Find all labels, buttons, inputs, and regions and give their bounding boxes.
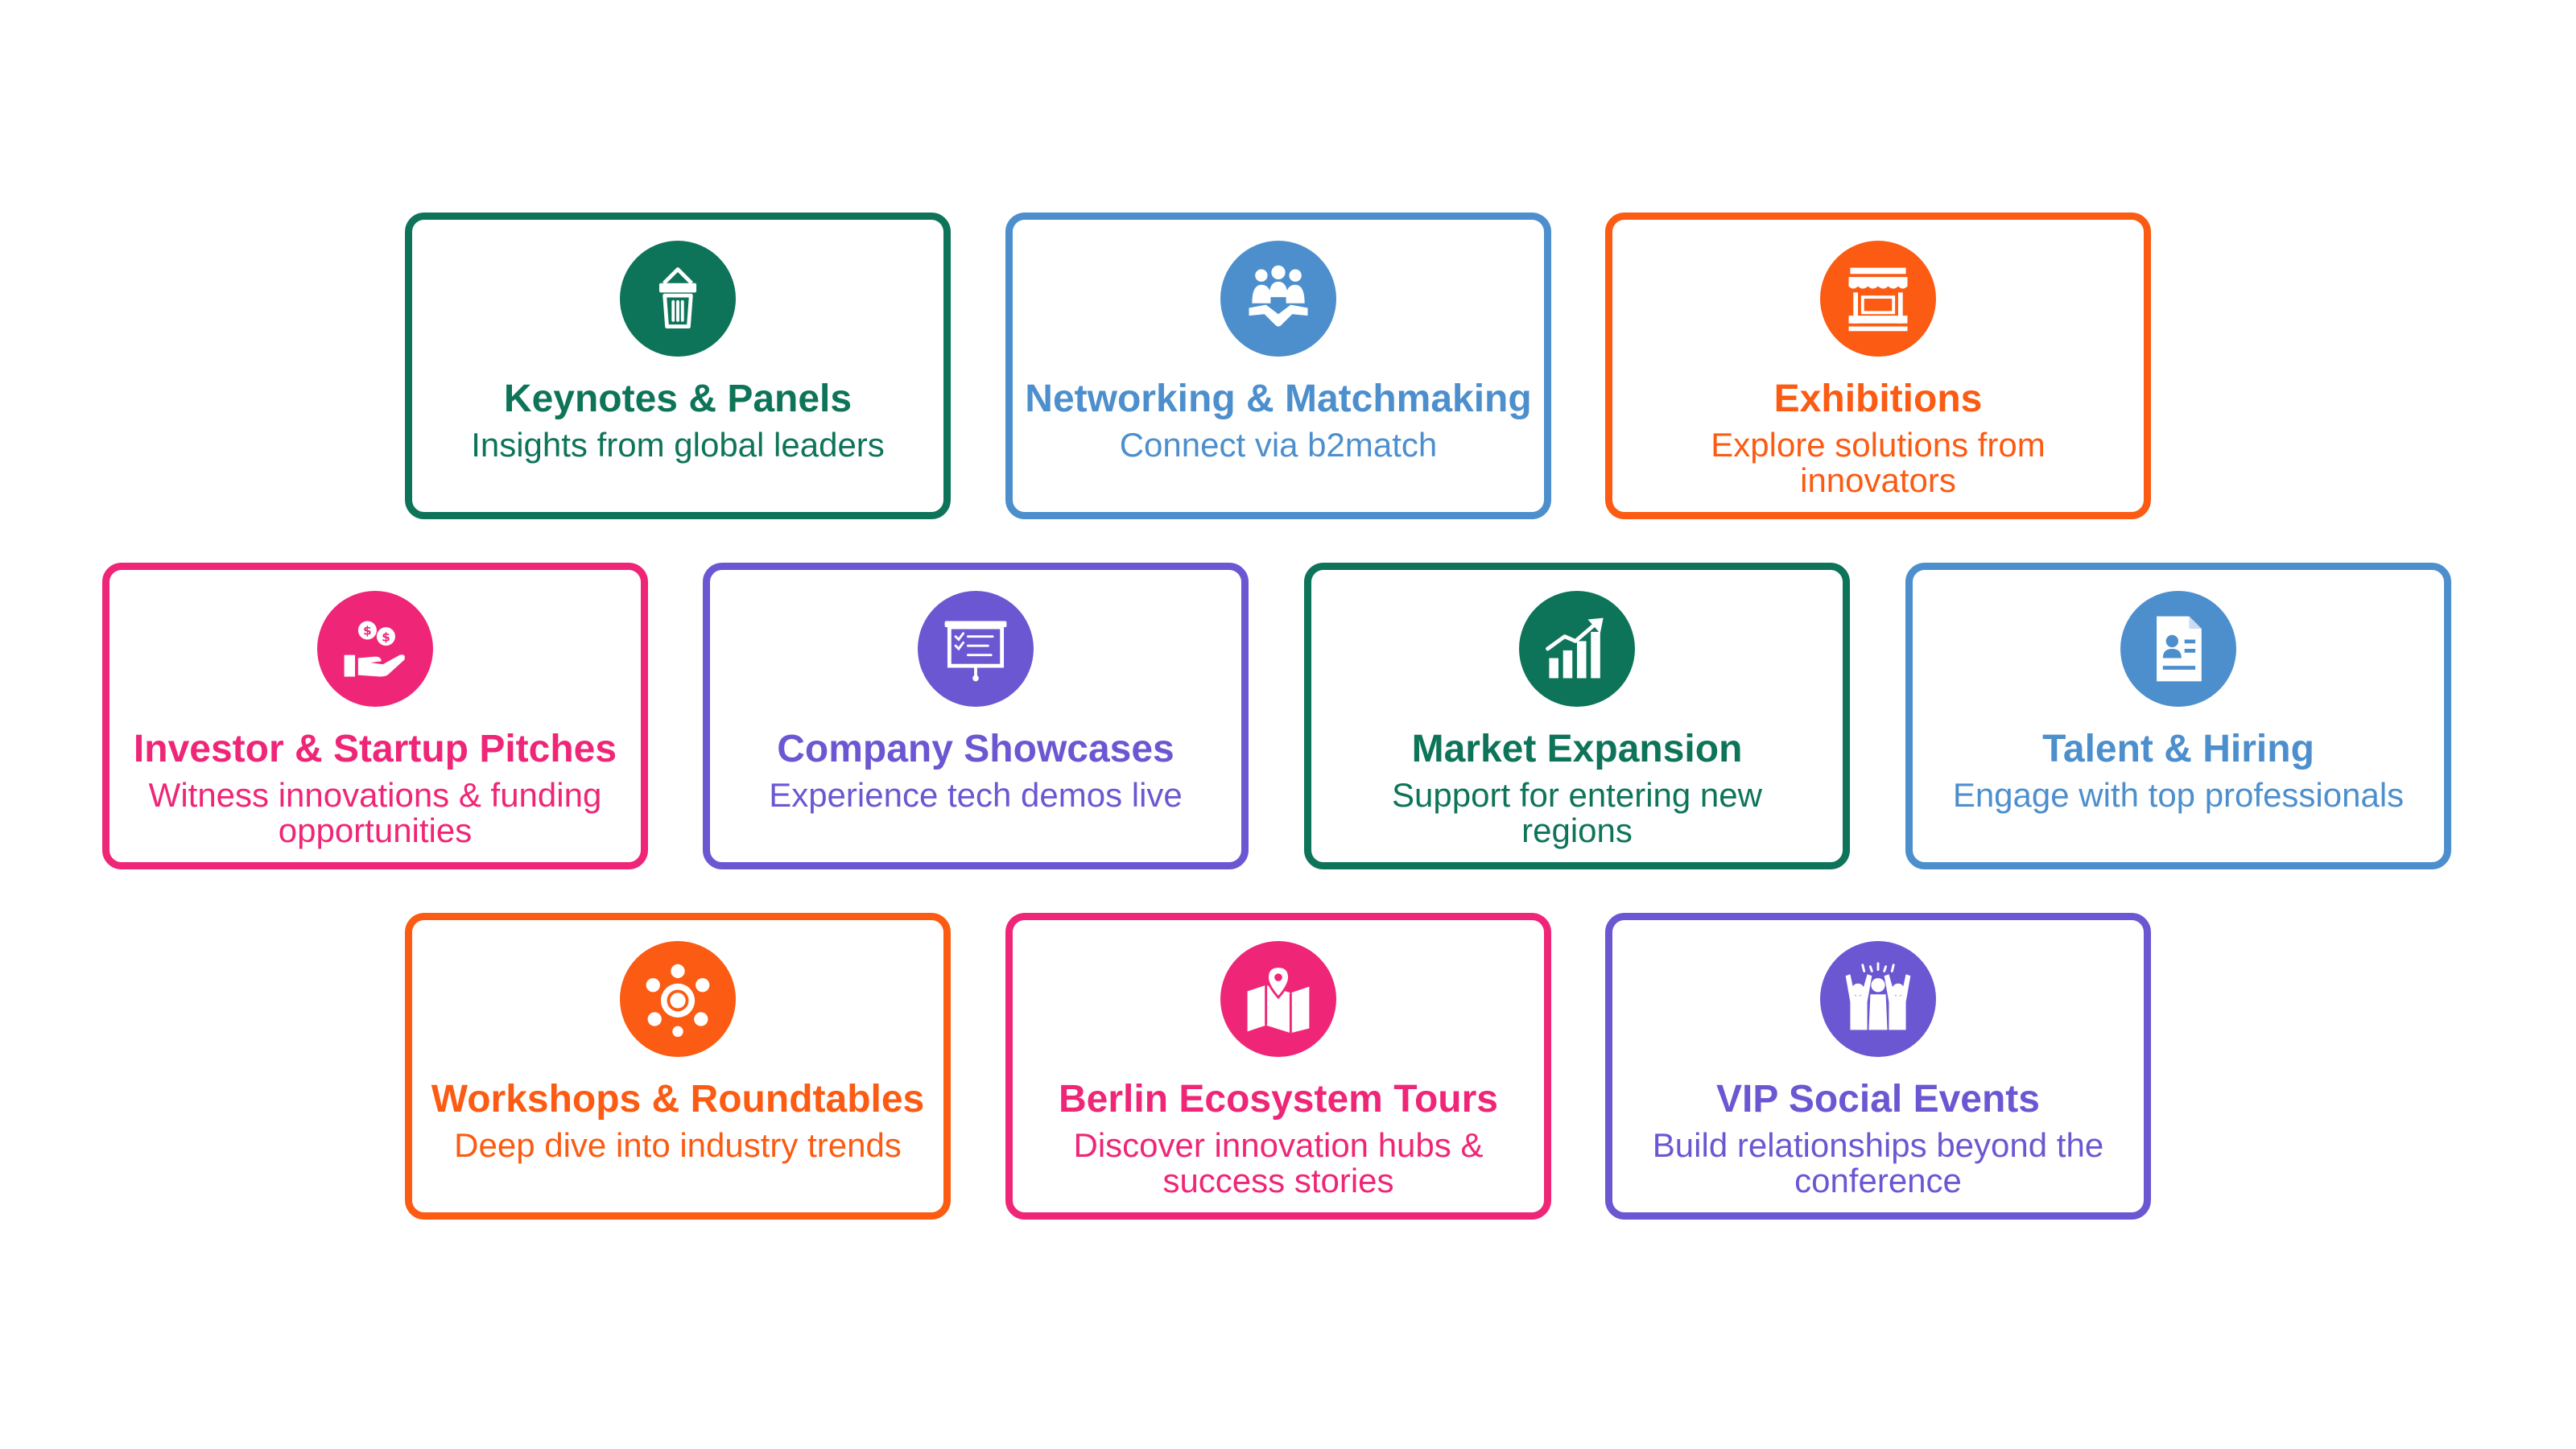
resume-document-icon <box>2120 591 2236 707</box>
presentation-board-icon <box>918 591 1034 707</box>
card-talent-hiring: Talent & Hiring Engage with top professi… <box>1905 563 2451 869</box>
card-subtitle: Insights from global leaders <box>471 426 885 464</box>
handshake-group-icon <box>1220 241 1336 357</box>
card-title: Market Expansion <box>1411 728 1743 770</box>
card-subtitle: Experience tech demos live <box>769 776 1183 814</box>
card-subtitle: Deep dive into industry trends <box>454 1126 902 1164</box>
card-subtitle: Engage with top professionals <box>1952 776 2405 814</box>
card-title: Investor & Startup Pitches <box>133 728 617 770</box>
card-title: Workshops & Roundtables <box>431 1078 925 1121</box>
celebrating-people-icon <box>1820 941 1936 1057</box>
speaker-podium-icon <box>620 241 736 357</box>
card-investor-startup-pitches: $ $ Investor & Startup Pitches Witness i… <box>102 563 648 869</box>
card-networking-matchmaking: Networking & Matchmaking Connect via b2m… <box>1005 213 1551 519</box>
card-subtitle: Discover innovation hubs & success stori… <box>1073 1126 1484 1199</box>
card-company-showcases: Company Showcases Experience tech demos … <box>703 563 1249 869</box>
svg-text:$: $ <box>382 630 390 644</box>
card-keynotes-panels: Keynotes & Panels Insights from global l… <box>405 213 951 519</box>
card-title: Berlin Ecosystem Tours <box>1059 1078 1498 1121</box>
hand-money-icon: $ $ <box>317 591 433 707</box>
card-title: Networking & Matchmaking <box>1025 378 1532 420</box>
roundtable-icon <box>620 941 736 1057</box>
card-subtitle: Witness innovations & funding opportunit… <box>148 776 602 849</box>
card-title: Exhibitions <box>1773 378 1983 420</box>
svg-text:$: $ <box>363 624 372 638</box>
card-subtitle: Support for entering new regions <box>1392 776 1762 849</box>
card-subtitle: Connect via b2match <box>1119 426 1438 464</box>
card-title: Talent & Hiring <box>2042 728 2314 770</box>
card-title: Company Showcases <box>777 728 1174 770</box>
card-berlin-ecosystem-tours: Berlin Ecosystem Tours Discover innovati… <box>1005 913 1551 1220</box>
card-title: VIP Social Events <box>1716 1078 2040 1121</box>
map-pin-icon <box>1220 941 1336 1057</box>
card-title: Keynotes & Panels <box>503 378 852 420</box>
card-subtitle: Build relationships beyond the conferenc… <box>1652 1126 2104 1199</box>
market-stall-icon <box>1820 241 1936 357</box>
card-subtitle: Explore solutions from innovators <box>1711 426 2046 499</box>
card-exhibitions: Exhibitions Explore solutions from innov… <box>1605 213 2151 519</box>
card-market-expansion: Market Expansion Support for entering ne… <box>1304 563 1850 869</box>
card-vip-social-events: VIP Social Events Build relationships be… <box>1605 913 2151 1220</box>
growth-chart-icon <box>1519 591 1635 707</box>
card-workshops-roundtables: Workshops & Roundtables Deep dive into i… <box>405 913 951 1220</box>
